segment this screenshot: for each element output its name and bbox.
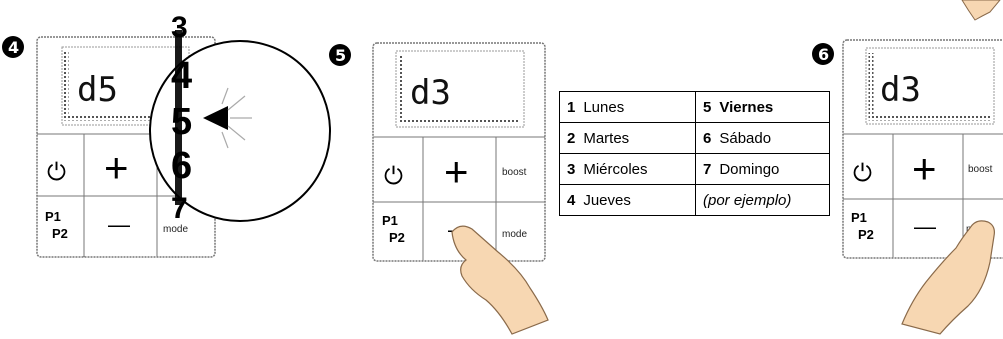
zoom-digit: 7 [171, 192, 188, 225]
lcd-display: d3 [880, 70, 921, 110]
day-number: 2 [567, 129, 576, 147]
lcd-display: d5 [77, 70, 118, 110]
day-name: Miércoles [583, 160, 648, 178]
step-badge-4: 4 [8, 38, 19, 57]
minus-button[interactable]: — [914, 214, 936, 239]
power-icon[interactable]: ⏻ [47, 159, 66, 186]
plus-button[interactable]: + [444, 148, 469, 195]
lcd-display: d3 [410, 73, 451, 113]
table-row: 2 Martes 6 Sábado [559, 122, 830, 154]
p1-label: P1 [45, 209, 61, 224]
zoom-digit: 6 [171, 145, 192, 187]
plus-button[interactable]: + [912, 145, 937, 192]
day-name: Sábado [719, 129, 772, 147]
power-icon[interactable]: ⏻ [853, 160, 872, 187]
day-cell: 5 Viernes [695, 91, 830, 123]
thermostat-panel-step4: d5 ⏻ + — mode P1 P2 3 4 5 6 7 [2, 11, 331, 258]
p2-label: P2 [858, 227, 874, 242]
blink-rays-icon [221, 87, 252, 149]
p1-label: P1 [851, 210, 867, 225]
day-cell: 2 Martes [559, 122, 696, 154]
step-badge-5: 5 [335, 46, 346, 65]
day-name: Domingo [719, 160, 780, 178]
day-cell: 7 Domingo [695, 153, 830, 185]
days-table: 1 Lunes 5 Viernes 2 Martes 6 Sábado 3 Miércol… [559, 91, 830, 216]
day-name: Viernes [719, 98, 774, 116]
table-row: 1 Lunes 5 Viernes [559, 91, 830, 123]
hand-icon [961, 0, 1001, 21]
hand-icon [901, 220, 995, 335]
p2-label: P2 [389, 230, 405, 245]
p2-label: P2 [52, 226, 68, 241]
day-name: Jueves [583, 191, 631, 209]
day-number: 5 [703, 98, 712, 116]
zoom-digit: 5 [171, 101, 192, 143]
day-number: 4 [567, 191, 576, 209]
thermostat-panel-step6: d3 ⏻ + boost — mode P1 P2 6 [812, 0, 1003, 335]
thermostat-panel-step5: d3 ⏻ + boost — mode P1 P2 5 [329, 42, 549, 335]
zoom-digit: 3 [171, 11, 188, 44]
day-name: Martes [583, 129, 630, 147]
plus-button[interactable]: + [104, 144, 129, 191]
day-cell: 3 Miércoles [559, 153, 696, 185]
zoom-magnifier: 3 4 5 6 7 [149, 11, 331, 225]
boost-button[interactable]: boost [968, 164, 993, 175]
table-row: 3 Miércoles 7 Domingo [559, 153, 830, 185]
step-badge-6: 6 [818, 45, 829, 64]
table-row: 4 Jueves (por ejemplo) [559, 184, 830, 216]
p1-label: P1 [382, 213, 398, 228]
power-icon[interactable]: ⏻ [384, 163, 403, 190]
hand-icon [451, 225, 549, 335]
day-cell: 6 Sábado [695, 122, 830, 154]
day-number: 1 [567, 98, 576, 116]
mode-button[interactable]: mode [163, 224, 188, 235]
day-cell: (por ejemplo) [695, 184, 830, 216]
boost-button[interactable]: boost [502, 167, 527, 178]
day-cell: 4 Jueves [559, 184, 696, 216]
zoom-digit: 4 [171, 55, 192, 97]
pointer-arrow-icon [203, 106, 228, 130]
day-name: Lunes [583, 98, 625, 116]
day-cell: 1 Lunes [559, 91, 696, 123]
example-note: (por ejemplo) [703, 191, 792, 209]
day-number: 3 [567, 160, 576, 178]
minus-button[interactable]: — [108, 212, 130, 237]
day-number: 7 [703, 160, 712, 178]
day-number: 6 [703, 129, 712, 147]
mode-button[interactable]: mode [502, 229, 527, 240]
